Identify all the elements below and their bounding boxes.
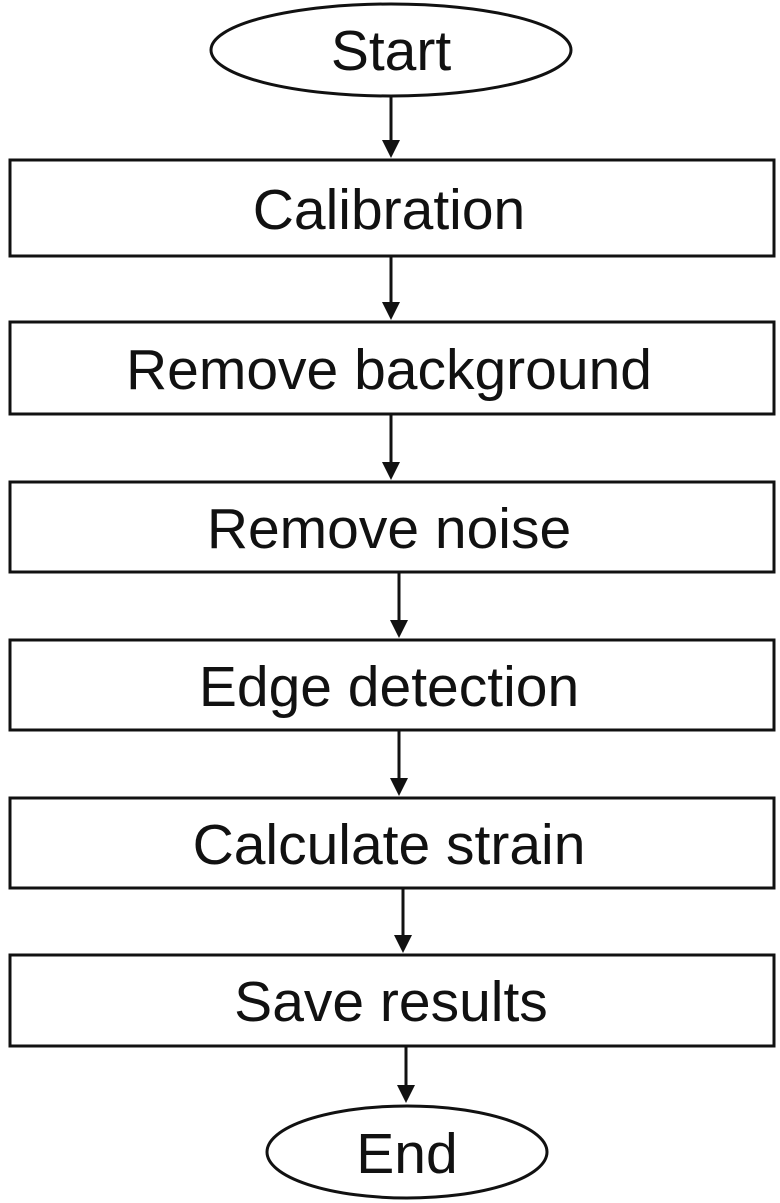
arrows <box>382 96 415 1103</box>
step-calibration: Calibration <box>8 158 776 258</box>
arrow-save-results-to-end <box>397 1046 415 1103</box>
step-edge-detection: Edge detection <box>8 638 776 732</box>
step-box <box>8 638 776 732</box>
end-label: End <box>356 1122 457 1186</box>
step-label: Calculate strain <box>193 813 586 877</box>
step-label: Remove background <box>126 338 652 402</box>
step-box <box>8 158 776 258</box>
step-save-results: Save results <box>8 953 776 1048</box>
step-box <box>8 796 776 890</box>
start-label: Start <box>331 19 452 83</box>
arrow-remove-background-to-remove-noise <box>382 414 400 480</box>
step-box <box>8 953 776 1048</box>
end-ellipse <box>265 1104 549 1200</box>
arrow-edge-detection-to-calculate-strain <box>390 730 408 796</box>
step-remove-noise: Remove noise <box>8 480 776 574</box>
step-calculate-strain: Calculate strain <box>8 796 776 890</box>
step-label: Calibration <box>253 178 525 242</box>
step-box <box>8 480 776 574</box>
step-box <box>8 320 776 416</box>
step-label: Save results <box>234 970 548 1034</box>
step-label: Edge detection <box>199 655 579 719</box>
step-remove-background: Remove background <box>8 320 776 416</box>
start-node: Start <box>209 2 573 98</box>
step-label: Remove noise <box>207 497 571 561</box>
arrow-calculate-strain-to-save-results <box>394 888 412 953</box>
arrow-calibration-to-remove-background <box>382 256 400 320</box>
arrow-remove-noise-to-edge-detection <box>390 572 408 638</box>
end-node: End <box>265 1104 549 1200</box>
arrow-start-to-calibration <box>382 96 400 158</box>
